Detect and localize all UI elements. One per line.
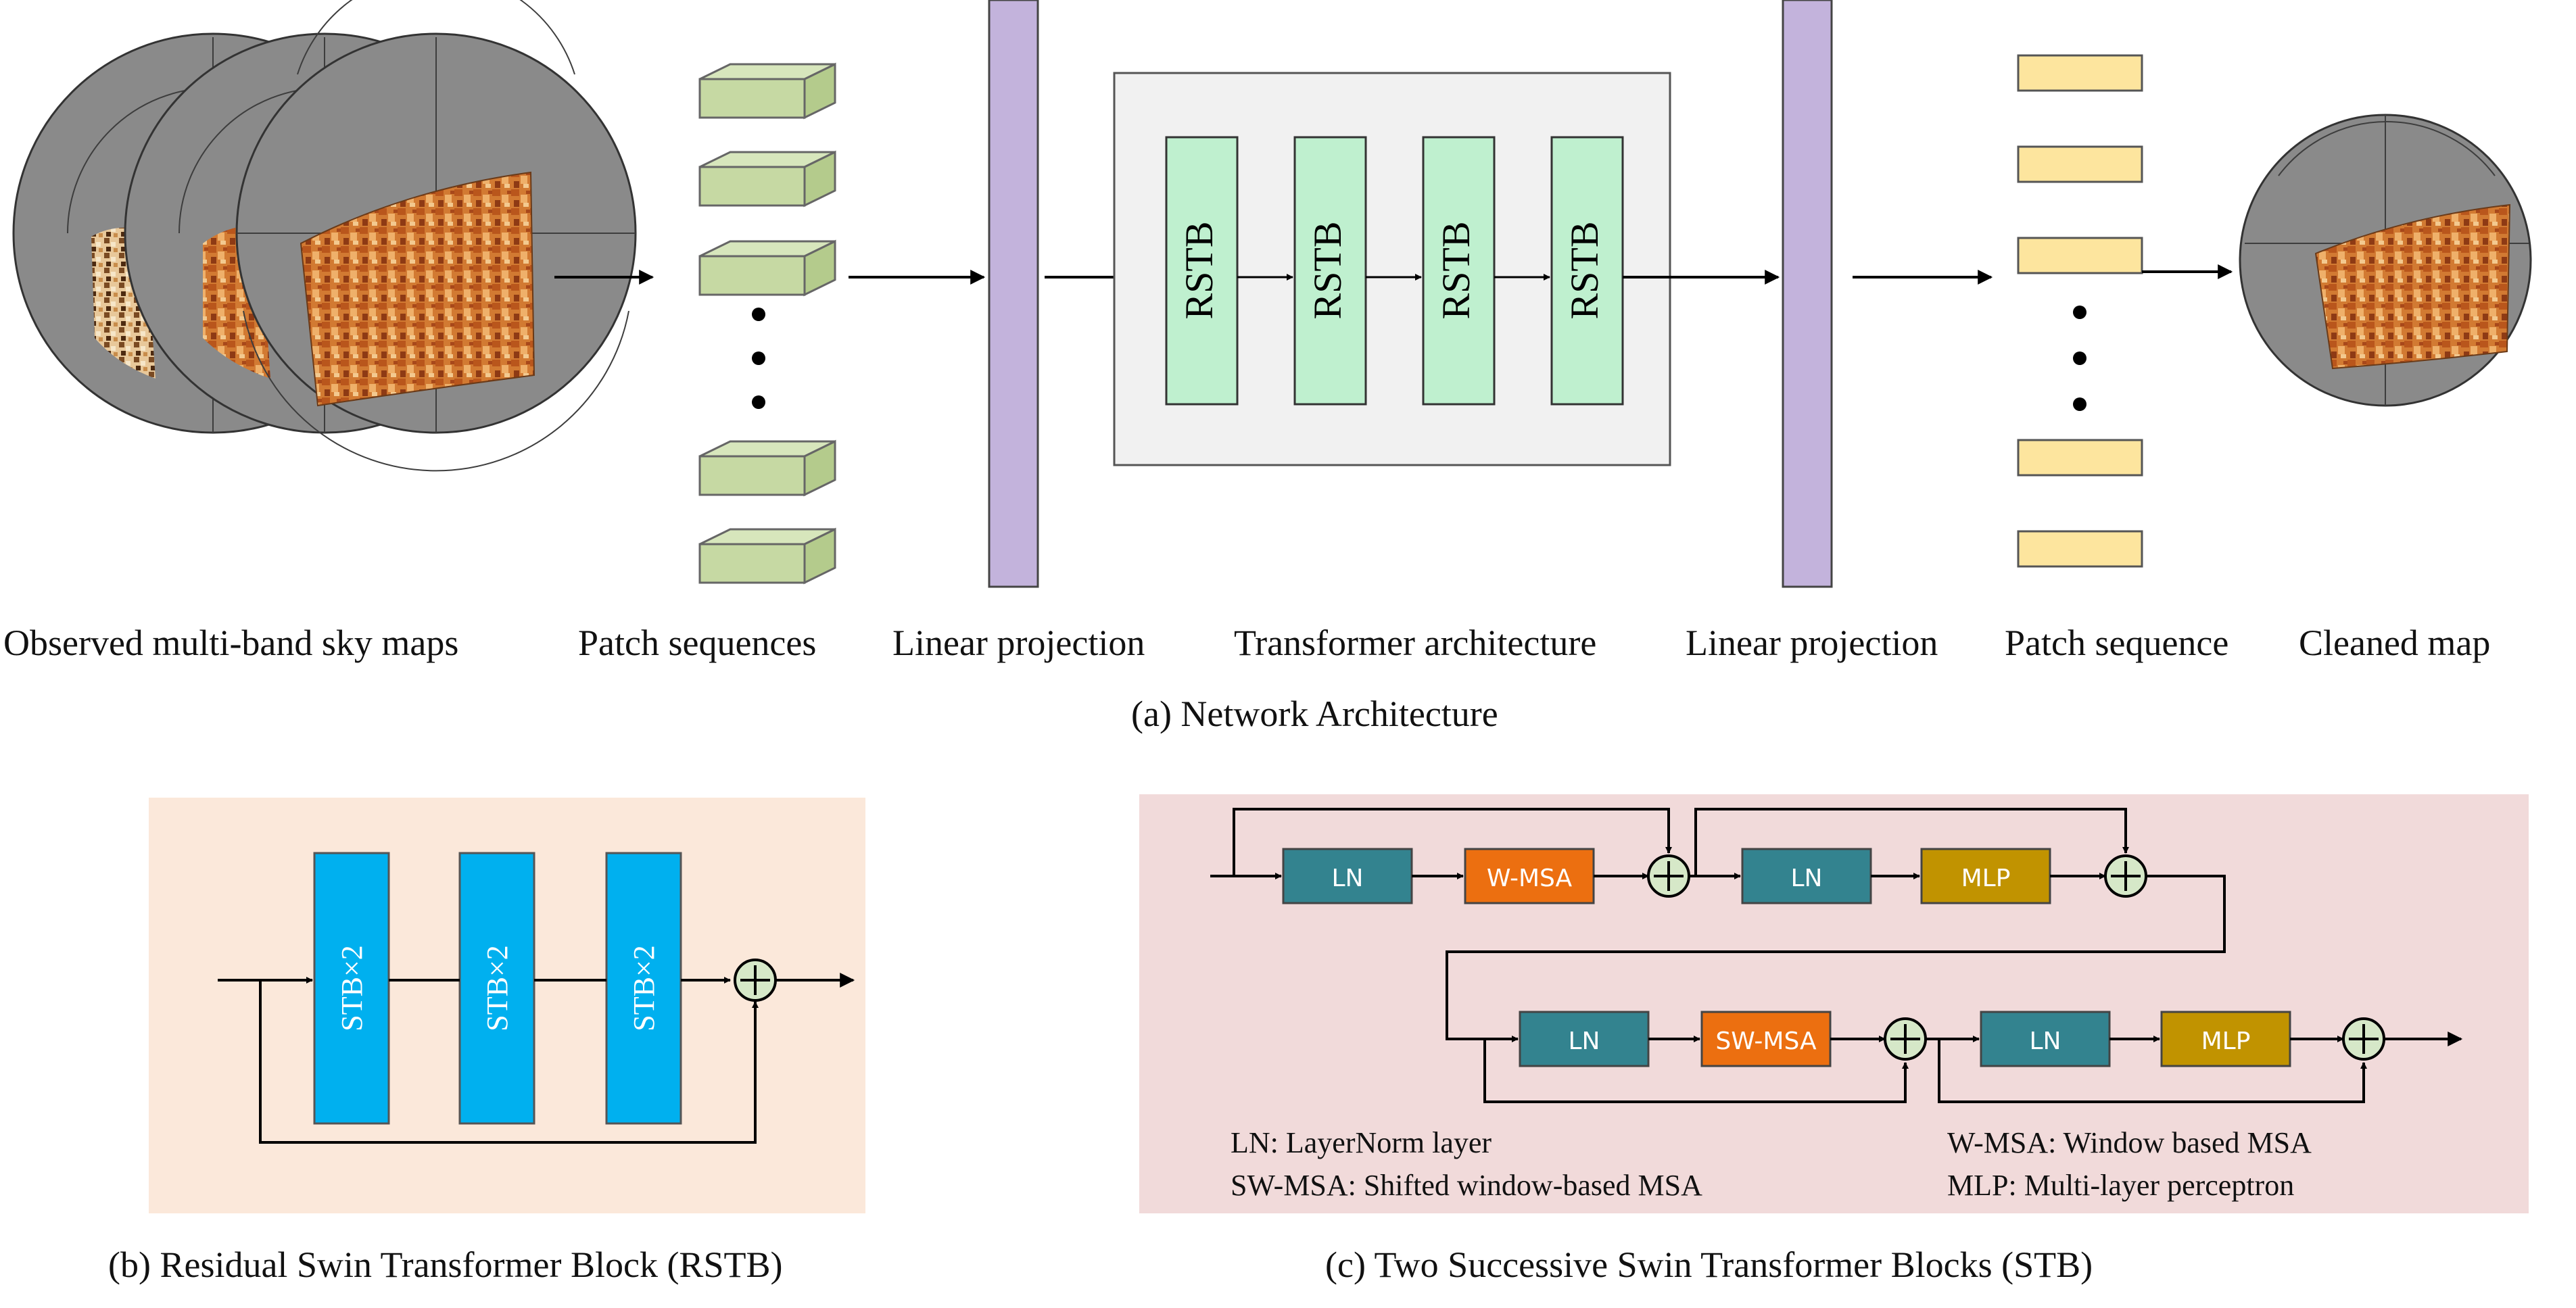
output-patch [2017, 237, 2143, 274]
legend-mlp: MLP: Multi-layer perceptron [1947, 1169, 2295, 1202]
stb-blocks: STB×2 STB×2 STB×2 [313, 852, 682, 1125]
svg-text:LN: LN [2030, 1027, 2061, 1055]
ln-box: LN [1282, 848, 1413, 904]
observed-sky-maps [12, 0, 637, 472]
cleaned-map-globe [2239, 114, 2532, 407]
ellipsis-dot [2073, 352, 2086, 365]
output-patch [2017, 145, 2143, 183]
panel-b-caption: (b) Residual Swin Transformer Block (RST… [108, 1244, 783, 1285]
stb-row-1: LN W-MSA LN MLP [1282, 848, 2051, 904]
input-patch [698, 527, 836, 585]
svg-text:SW-MSA: SW-MSA [1715, 1027, 1817, 1055]
linear-projection-bar [988, 0, 1039, 588]
patch-sequence-output [2017, 54, 2143, 568]
stb-block: STB×2 [605, 852, 682, 1125]
mlp-box: MLP [2160, 1011, 2291, 1067]
patch-sequences [698, 62, 836, 585]
mlp-box: MLP [1920, 848, 2051, 904]
svg-text:MLP: MLP [2201, 1027, 2251, 1055]
input-patch [698, 239, 836, 297]
panel-a-caption: (a) Network Architecture [1131, 694, 1498, 734]
globe-front [235, 0, 637, 472]
panel-b-connectors [218, 973, 855, 1144]
rstb-block: RSTB [1165, 136, 1239, 406]
output-patch [2017, 439, 2143, 477]
ln-box: LN [1741, 848, 1872, 904]
ellipsis-dot [752, 395, 765, 409]
stb-block-label: STB×2 [335, 945, 368, 1032]
rstb-block: RSTB [1422, 136, 1496, 406]
stage-label-cleaned-map: Cleaned map [2299, 623, 2491, 663]
ellipsis-dot [2073, 397, 2086, 411]
stb-block-label: STB×2 [627, 945, 661, 1032]
rstb-label: RSTB [1306, 221, 1350, 319]
ellipsis-dot [2073, 306, 2086, 319]
svg-text:MLP: MLP [1961, 865, 2011, 892]
sum-node [2104, 854, 2147, 898]
sw-msa-box: SW-MSA [1700, 1011, 1832, 1067]
stage-label-linear-projection-2: Linear projection [1686, 623, 1938, 663]
stage-label-observed: Observed multi-band sky maps [3, 623, 459, 663]
rstb-label: RSTB [1563, 221, 1606, 319]
legend-ln: LN: LayerNorm layer [1231, 1126, 1492, 1159]
svg-text:LN: LN [1791, 865, 1823, 892]
stage-label-patch-sequence: Patch sequence [2005, 623, 2229, 663]
rstb-block: RSTB [1550, 136, 1624, 406]
input-patch [698, 150, 836, 208]
stage-label-patch-sequences: Patch sequences [578, 623, 817, 663]
ln-box: LN [1519, 1011, 1650, 1067]
linear-projection-bar [1782, 0, 1833, 588]
rstb-label: RSTB [1434, 221, 1478, 319]
output-patch [2017, 54, 2143, 92]
legend-sw-msa: SW-MSA: Shifted window-based MSA [1231, 1169, 1702, 1202]
panel-c-row2-connectors [1483, 1032, 2463, 1103]
stage-label-linear-projection: Linear projection [892, 623, 1145, 663]
stb-row-2: LN SW-MSA LN MLP [1519, 1011, 2291, 1067]
svg-text:LN: LN [1332, 865, 1364, 892]
sum-node [734, 959, 777, 1002]
stage-label-transformer: Transformer architecture [1234, 623, 1597, 663]
sum-node [1647, 854, 1690, 898]
stb-block-label: STB×2 [481, 945, 514, 1032]
sum-node [2342, 1017, 2385, 1061]
rstb-label: RSTB [1177, 221, 1221, 319]
stb-block: STB×2 [458, 852, 535, 1125]
output-patch [2017, 530, 2143, 568]
ln-box: LN [1980, 1011, 2111, 1067]
legend-w-msa: W-MSA: Window based MSA [1947, 1126, 2312, 1159]
panel-c-row1-connectors [1210, 808, 2226, 1042]
w-msa-box: W-MSA [1464, 848, 1595, 904]
ellipsis-dot [752, 352, 765, 365]
ellipsis-dot [752, 308, 765, 321]
sum-node [1884, 1017, 1927, 1061]
input-patch [698, 62, 836, 120]
svg-text:W-MSA: W-MSA [1487, 865, 1573, 892]
svg-text:LN: LN [1569, 1027, 1600, 1055]
input-patch [698, 439, 836, 497]
panel-c-caption: (c) Two Successive Swin Transformer Bloc… [1325, 1244, 2093, 1285]
stb-block: STB×2 [313, 852, 390, 1125]
rstb-blocks: RSTB RSTB RSTB RSTB [1165, 136, 1624, 406]
rstb-block: RSTB [1293, 136, 1367, 406]
